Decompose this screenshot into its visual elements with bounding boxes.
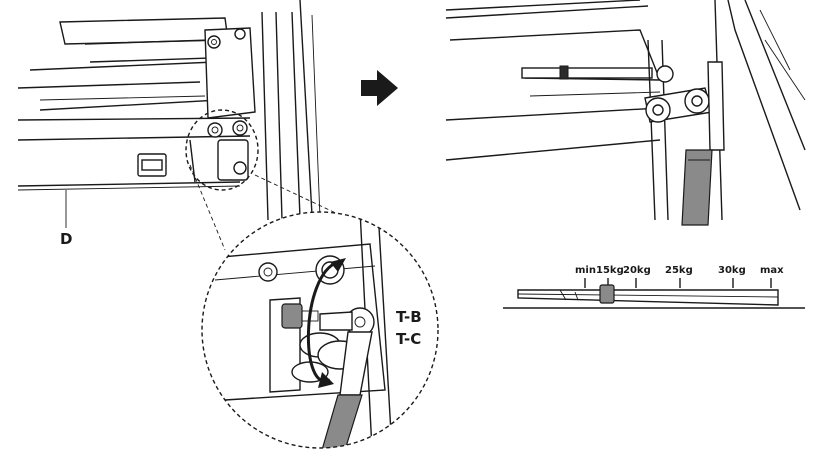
weight-scale: min 15kg 20kg 25kg 30kg max <box>503 265 805 309</box>
scale-tick-15kg: 15kg <box>596 265 624 276</box>
part-label-d: D <box>60 230 72 248</box>
scale-slider <box>599 284 615 304</box>
scale-tick-20kg: 20kg <box>623 265 651 276</box>
tool-label-tc: T-C <box>396 330 421 348</box>
arrow-right-icon <box>361 70 398 106</box>
left-hinge-view: D <box>17 0 341 251</box>
right-strut-view: min 15kg 20kg 25kg 30kg max <box>445 0 806 309</box>
scale-tick-max: max <box>760 265 784 276</box>
tool-label-tb: T-B <box>396 308 422 326</box>
scale-tick-25kg: 25kg <box>665 265 693 276</box>
scale-tick-min: min <box>575 265 596 276</box>
hinge-detail-circle: T-B T-C <box>201 211 439 449</box>
scale-tick-30kg: 30kg <box>718 265 746 276</box>
